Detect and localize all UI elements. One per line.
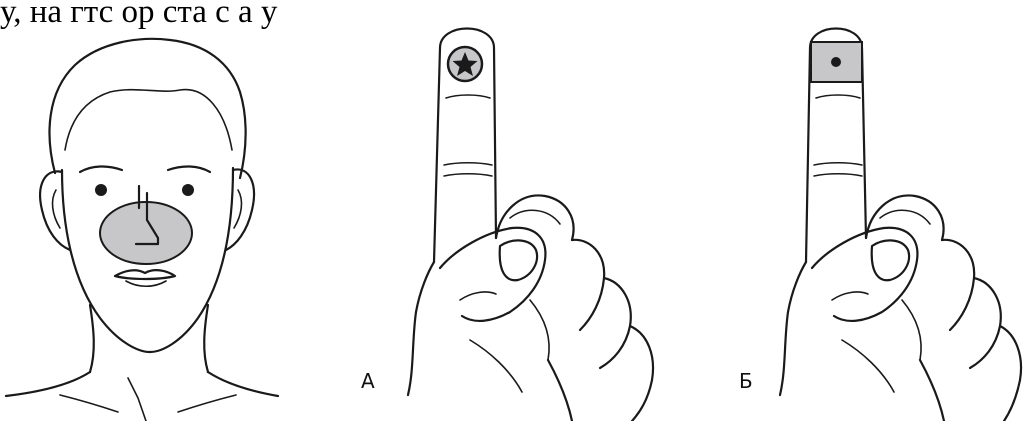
hand-a-curled-finger-2 xyxy=(572,240,604,330)
hand-b-crease-1 xyxy=(814,163,862,165)
hand-a-crease-top xyxy=(446,95,490,98)
left-ear-inner xyxy=(53,190,60,228)
hand-a-palm-line-1 xyxy=(530,300,549,360)
hand-a-thumb-crease xyxy=(460,292,496,300)
hand-a-figure xyxy=(408,29,653,421)
hand-b-crease-top xyxy=(816,95,860,98)
neck-left xyxy=(90,305,94,372)
hand-b-curled-finger-4 xyxy=(1000,326,1021,421)
hand-a-wrist xyxy=(548,360,572,421)
hand-a-thumbnail xyxy=(500,240,537,280)
hand-b-fist-outline xyxy=(780,262,806,395)
hand-b-crease-2 xyxy=(814,174,862,176)
right-ear-inner xyxy=(234,190,241,228)
hand-b-thumb-crease xyxy=(832,292,868,300)
right-eye xyxy=(182,184,194,196)
hand-a-curled-finger-3 xyxy=(600,278,631,368)
left-eyebrow xyxy=(80,166,122,172)
hand-b-curled-finger-1-inner xyxy=(880,210,930,224)
hand-a-fist-outline xyxy=(408,262,434,395)
upper-lip xyxy=(115,270,175,279)
dot-icon xyxy=(831,57,841,67)
hand-a-palm-line-2 xyxy=(470,340,522,392)
hand-b-thumbnail xyxy=(872,240,909,280)
panel-label-b: Б xyxy=(739,369,753,393)
hand-b-figure xyxy=(780,29,1021,421)
hand-a-crease-1 xyxy=(444,163,492,165)
throat-line xyxy=(128,378,146,421)
left-eye xyxy=(95,184,107,196)
hairline xyxy=(65,90,232,150)
face-figure xyxy=(6,39,278,421)
hand-b-curled-finger-2 xyxy=(942,240,974,330)
collarbone-left xyxy=(60,395,118,412)
shoulder-right xyxy=(208,372,278,396)
hand-b-curled-finger-3 xyxy=(970,278,1001,368)
left-ear xyxy=(40,171,70,250)
hand-b-palm-line-1 xyxy=(902,300,921,360)
hand-b-curled-finger-1 xyxy=(866,195,944,240)
neck-right xyxy=(204,305,208,372)
hand-b-palm-line-2 xyxy=(842,340,894,392)
collarbone-right xyxy=(178,395,236,412)
shoulder-left xyxy=(6,372,90,396)
panel-label-a: A xyxy=(361,369,375,393)
lower-lip xyxy=(126,281,166,286)
hand-a-crease-2 xyxy=(444,174,492,176)
hand-a-curled-finger-4 xyxy=(630,326,653,421)
right-eyebrow xyxy=(168,166,210,172)
hand-b-wrist xyxy=(920,360,944,421)
hand-a-curled-finger-1-inner xyxy=(510,210,560,224)
